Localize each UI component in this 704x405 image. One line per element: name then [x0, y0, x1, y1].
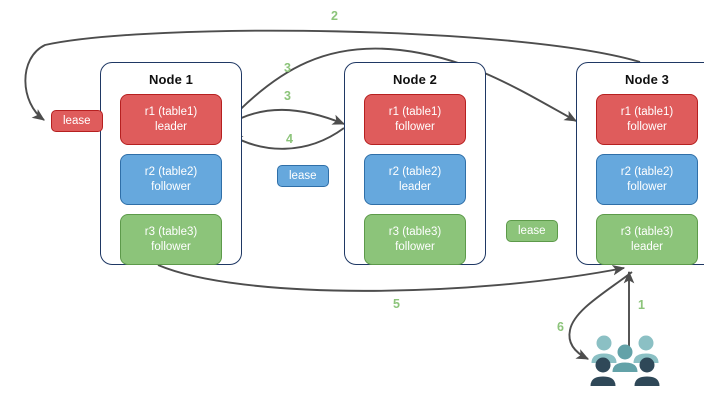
edge-label-3-lower: 3: [284, 89, 291, 103]
replica-role: follower: [627, 120, 667, 133]
edge-label-6: 6: [557, 320, 564, 334]
replica-name: r1 (table1): [388, 106, 442, 118]
replica-role: leader: [155, 120, 187, 133]
replica-node3-r1[interactable]: r1 (table1) follower: [596, 94, 698, 145]
replica-node1-r1[interactable]: r1 (table1) leader: [120, 94, 222, 145]
replica-role: follower: [395, 120, 435, 133]
node-card-node1: Node 1 r1 (table1) leader r2 (table2) fo…: [100, 62, 242, 265]
edge-label-4: 4: [286, 132, 293, 146]
edge-5-node1-to-node3: [157, 264, 626, 292]
replica-node2-r2[interactable]: r2 (table2) leader: [364, 154, 466, 205]
replica-node2-r3[interactable]: r3 (table3) follower: [364, 214, 466, 265]
edge-label-3-upper: 3: [284, 61, 291, 75]
replica-node3-r3[interactable]: r3 (table3) leader: [596, 214, 698, 265]
replica-name: r3 (table3): [388, 226, 442, 238]
replica-name: r2 (table2): [388, 166, 442, 178]
replica-role: follower: [151, 240, 191, 253]
replica-role: leader: [399, 180, 431, 193]
lease-badge-red[interactable]: lease: [51, 110, 103, 132]
lease-badge-green[interactable]: lease: [506, 220, 558, 242]
edge-label-2: 2: [331, 9, 338, 23]
replica-name: r2 (table2): [144, 166, 198, 178]
edge-label-5: 5: [393, 297, 400, 311]
node-card-node2: Node 2 r1 (table1) follower r2 (table2) …: [344, 62, 486, 265]
lease-badge-blue[interactable]: lease: [277, 165, 329, 187]
node-title-node2: Node 2: [393, 72, 437, 87]
node-card-node3: Node 3 r1 (table1) follower r2 (table2) …: [576, 62, 704, 265]
replica-role: leader: [631, 240, 663, 253]
replica-role: follower: [151, 180, 191, 193]
node-title-node3: Node 3: [625, 72, 669, 87]
users-middle-figure-icon: [612, 344, 638, 372]
replica-node2-r1[interactable]: r1 (table1) follower: [364, 94, 466, 145]
replica-node3-r2[interactable]: r2 (table2) follower: [596, 154, 698, 205]
edge-3-node1-to-node2: [227, 108, 346, 126]
replica-name: r1 (table1): [144, 106, 198, 118]
replica-name: r3 (table3): [620, 226, 674, 238]
edge-label-1: 1: [638, 298, 645, 312]
users-front-row-icon: [590, 357, 660, 386]
replica-node1-r3[interactable]: r3 (table3) follower: [120, 214, 222, 265]
replica-node1-r2[interactable]: r2 (table2) follower: [120, 154, 222, 205]
replica-name: r2 (table2): [620, 166, 674, 178]
node-title-node1: Node 1: [149, 72, 193, 87]
replica-role: follower: [395, 240, 435, 253]
replica-name: r1 (table1): [620, 106, 674, 118]
replica-name: r3 (table3): [144, 226, 198, 238]
replica-role: follower: [627, 180, 667, 193]
users-icon: [588, 334, 664, 390]
